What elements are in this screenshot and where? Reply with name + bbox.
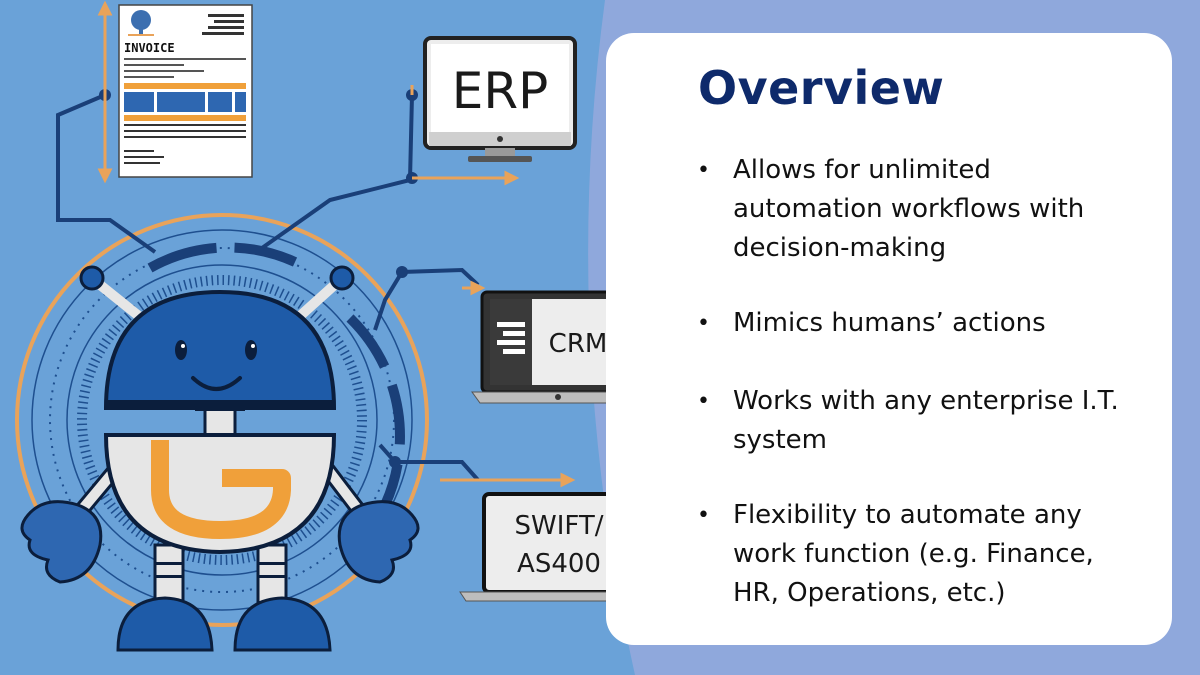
erp-label: ERP <box>452 62 548 120</box>
tree-logo-icon <box>128 10 154 36</box>
swift-label: SWIFT/ <box>514 511 603 541</box>
bullet-list: Allows for unlimited automation workflow… <box>691 151 1141 649</box>
overview-card: Overview Allows for unlimited automation… <box>606 33 1172 645</box>
bullet-item: Mimics humans’ actions <box>691 304 1141 343</box>
bullet-item: Works with any enterprise I.T. system <box>691 382 1141 460</box>
smile <box>191 376 242 391</box>
invoice-document: INVOICE <box>118 4 253 178</box>
invoice-label: INVOICE <box>124 41 175 55</box>
left-foot <box>116 596 214 652</box>
antenna-right <box>329 265 355 291</box>
g-logo-icon <box>151 440 291 539</box>
right-hand <box>337 500 420 584</box>
stack-icon <box>497 322 525 354</box>
crm-label: CRM <box>549 329 608 359</box>
concentric-rings <box>15 213 429 627</box>
erp-monitor: ERP <box>423 36 577 162</box>
robot-head <box>103 289 337 410</box>
connector-lines <box>56 93 480 482</box>
swift-as400-laptop: SWIFT/ AS400 <box>459 492 651 602</box>
left-hand <box>20 500 103 584</box>
left-eye <box>175 340 187 360</box>
right-eye <box>245 340 257 360</box>
bullet-item: Allows for unlimited automation workflow… <box>691 151 1141 268</box>
page-title: Overview <box>698 61 945 115</box>
bullet-item: Flexibility to automate any work functio… <box>691 496 1141 613</box>
right-foot <box>233 596 332 652</box>
antenna-left <box>79 265 105 291</box>
as400-label: AS400 <box>517 549 601 579</box>
orange-arrows <box>97 0 576 488</box>
robot-mascot <box>20 265 420 652</box>
